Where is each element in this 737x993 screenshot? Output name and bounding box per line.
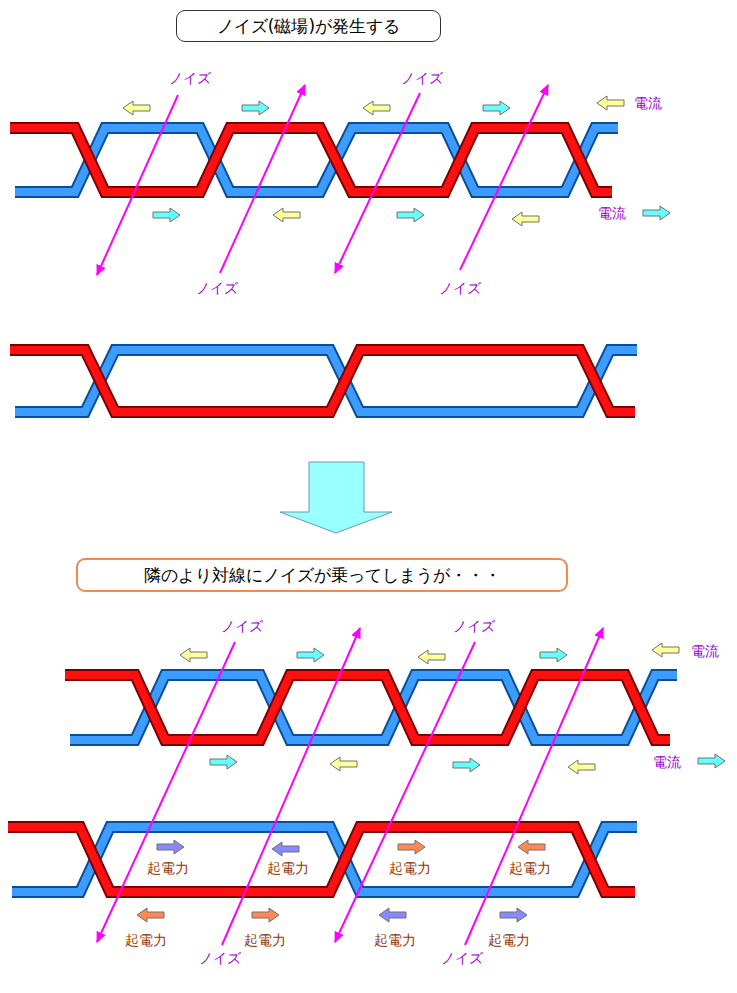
emf-label: 起電力 <box>243 932 287 949</box>
current-label: 電流 <box>652 754 682 771</box>
noise-label: ノイズ <box>400 70 444 87</box>
emf-label: 起電力 <box>373 932 417 949</box>
noise-label: ノイズ <box>452 618 496 635</box>
caption-box: 隣のより対線にノイズが乗ってしまうが・・・ <box>76 558 568 592</box>
twisted-pair-wires <box>8 128 677 892</box>
down-arrow <box>280 462 392 533</box>
emf-label: 起電力 <box>388 860 432 877</box>
emf-label: 起電力 <box>124 932 168 949</box>
noise-label: ノイズ <box>195 280 239 297</box>
caption-text: ノイズ(磁場)が発生する <box>191 16 426 37</box>
emf-arrows <box>137 840 545 922</box>
noise-label: ノイズ <box>438 280 482 297</box>
caption-text: 隣のより対線にノイズが乗ってしまうが・・・ <box>92 565 552 586</box>
emf-label: 起電力 <box>266 860 310 877</box>
emf-label: 起電力 <box>146 860 190 877</box>
noise-label: ノイズ <box>198 950 242 967</box>
noise-label: ノイズ <box>168 70 212 87</box>
noise-label: ノイズ <box>440 950 484 967</box>
noise-label: ノイズ <box>220 618 264 635</box>
current-label: 電流 <box>690 643 720 660</box>
caption-box: ノイズ(磁場)が発生する <box>176 10 441 42</box>
current-label: 電流 <box>633 95 663 112</box>
current-label: 電流 <box>597 205 627 222</box>
emf-label: 起電力 <box>487 932 531 949</box>
current-arrows <box>123 96 725 774</box>
emf-label: 起電力 <box>508 860 552 877</box>
noise-field-lines <box>97 85 603 945</box>
